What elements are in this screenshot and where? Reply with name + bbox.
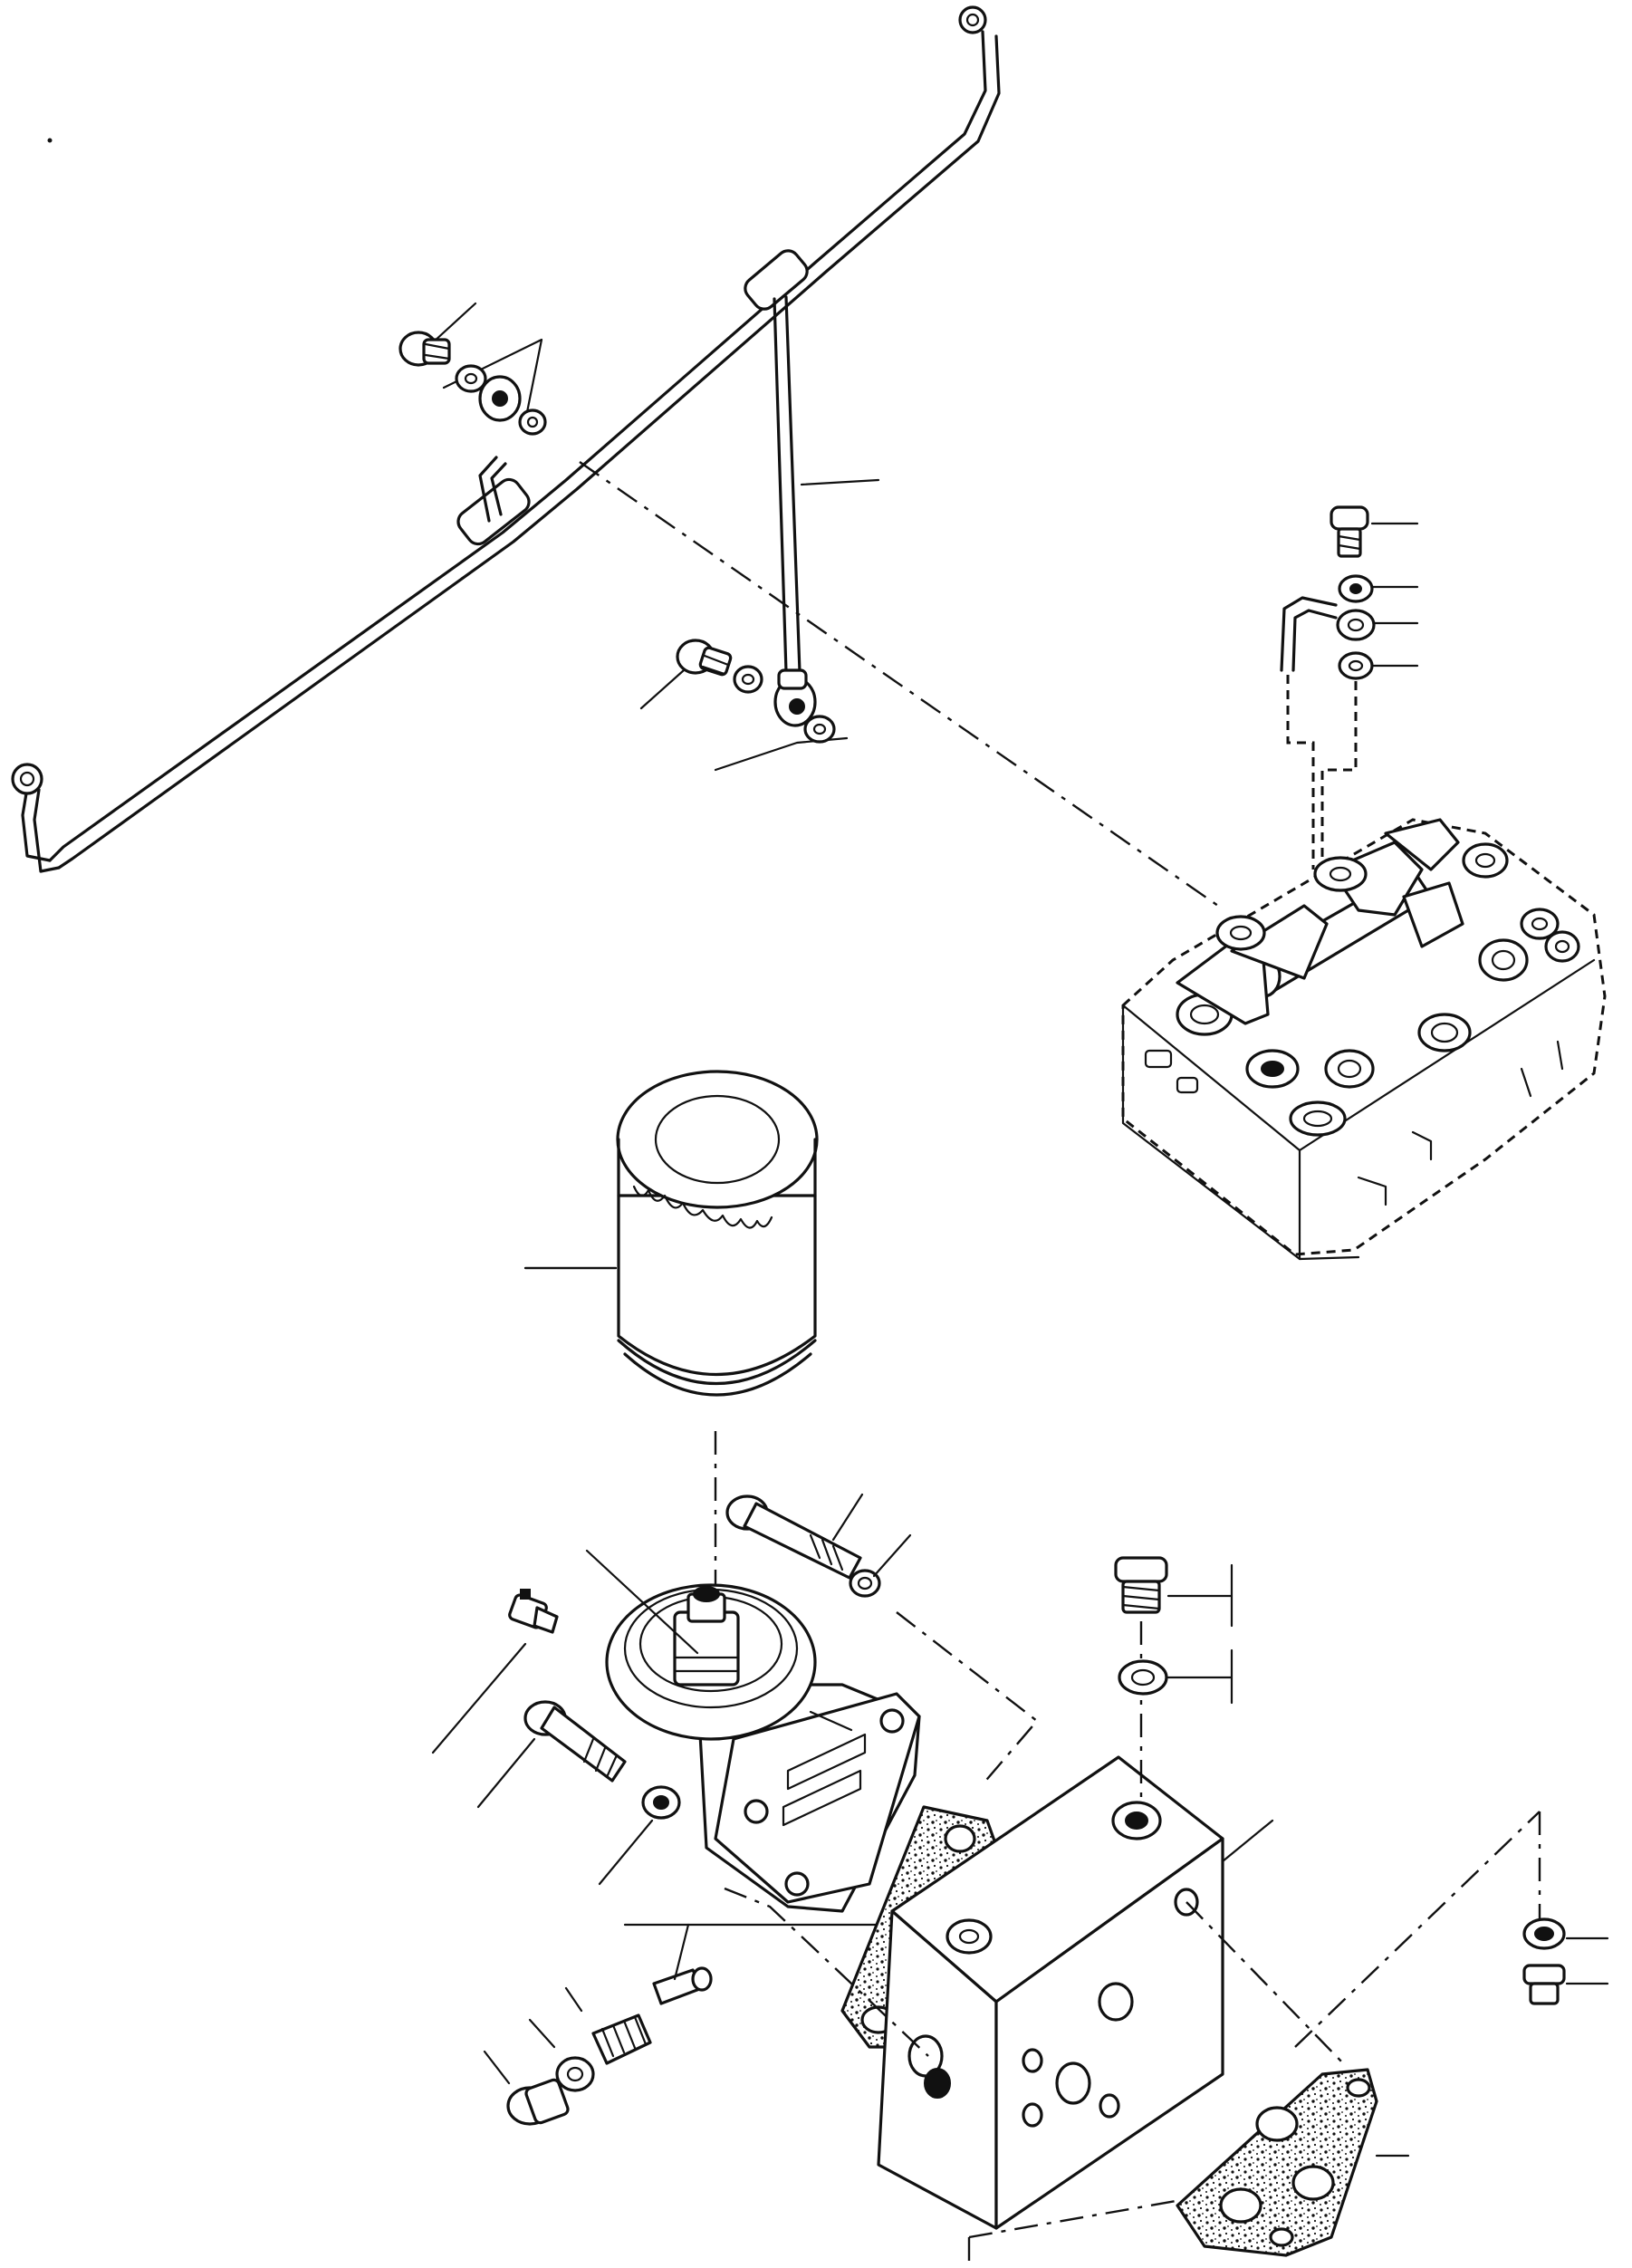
centerline-head-to-housing <box>896 1611 1039 1785</box>
filter-cooler-housing <box>877 1755 1274 2230</box>
relief-valve-cap <box>483 2050 570 2126</box>
banjo-bolt-lower <box>676 639 733 677</box>
banjo-bolt-upper <box>398 331 451 367</box>
centerline-side <box>1186 1901 1346 2066</box>
sealing-washers <box>455 364 836 744</box>
relief-valve-plunger <box>652 1923 713 2005</box>
cylinder-head-assembly <box>1121 818 1607 1261</box>
relief-valve-washer <box>528 2018 595 2092</box>
oil-line-branch-tube <box>478 295 817 727</box>
leader-filter-head <box>585 1549 699 1655</box>
oil-filter-element <box>523 1070 819 1397</box>
oil-line-tube <box>11 5 1001 873</box>
leader-filter-head-2 <box>809 1710 853 1732</box>
relief-valve-spring <box>564 1986 652 2065</box>
cover-gasket <box>1176 2068 1410 2257</box>
pressure-sender <box>431 1589 559 1754</box>
centerline-relief <box>724 1887 929 2057</box>
filter-head <box>605 1583 921 1913</box>
centerline-bottom-2 <box>968 2172 1332 2239</box>
centerline-cover-1 <box>1294 1811 1541 2048</box>
centerline-tube-to-head <box>579 461 1219 907</box>
plug <box>1114 1556 1234 1705</box>
leader-lines <box>431 302 1419 1270</box>
scan-speck <box>47 138 53 143</box>
housing-washer <box>598 1785 681 1886</box>
rocker-feed-tube <box>1280 505 1376 870</box>
filter-head-bolt <box>725 1493 912 1598</box>
filter-head-mount-bolt <box>476 1700 627 1809</box>
plug-right <box>1522 1917 1609 2005</box>
